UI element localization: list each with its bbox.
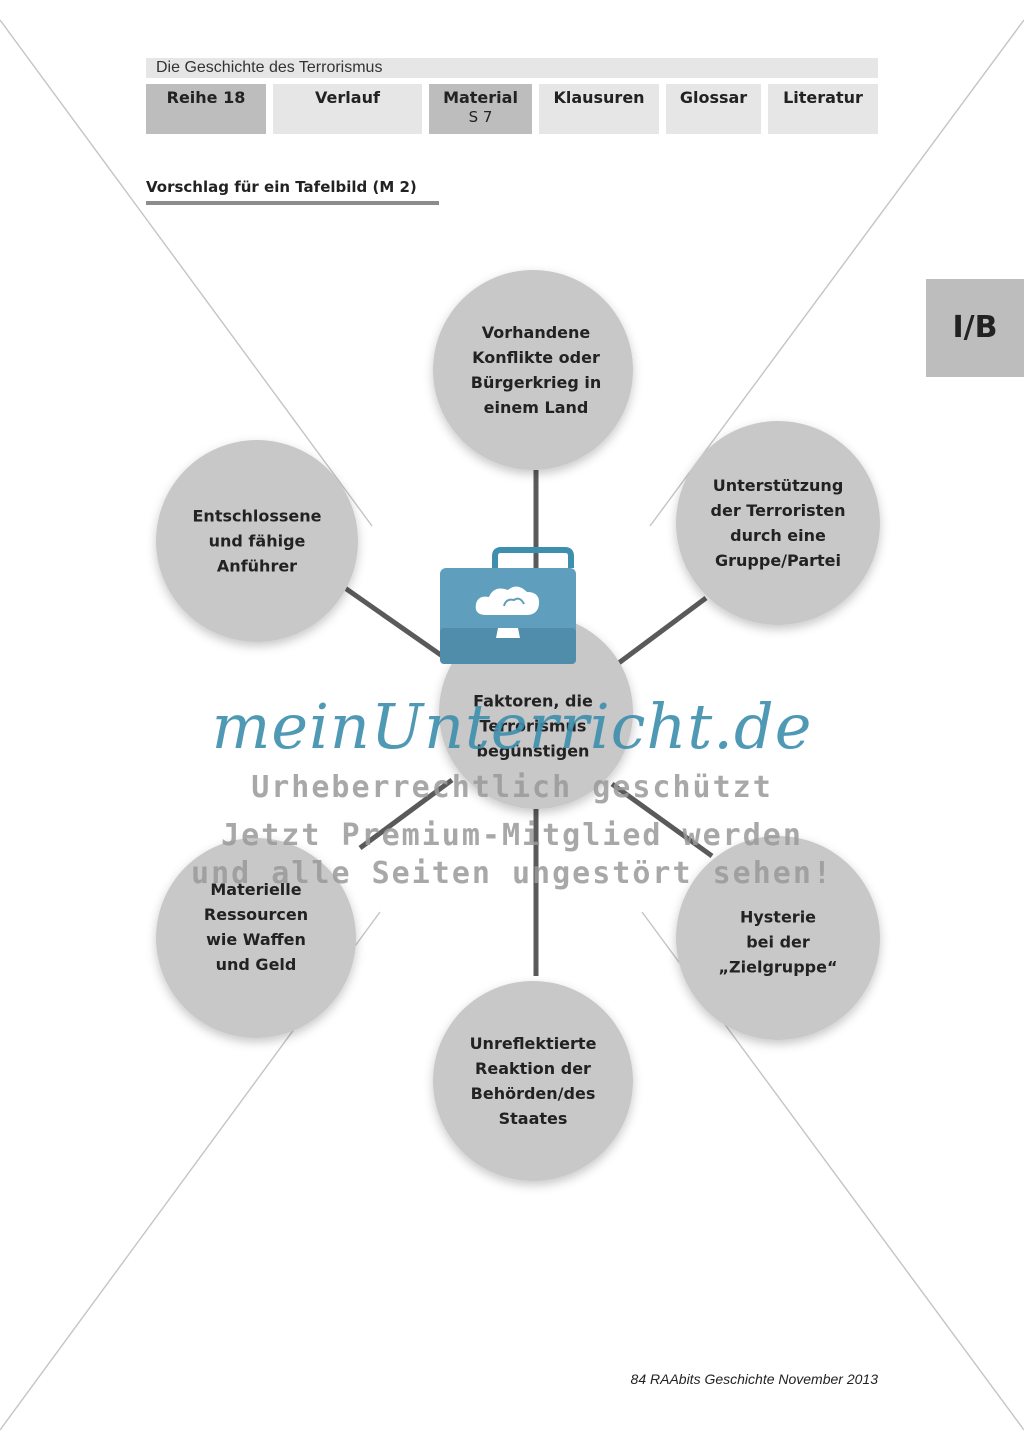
node-top-left-label: Entschlossene und fähige Anführer (192, 506, 322, 576)
tab-verlauf-label: Verlauf (315, 88, 380, 107)
connector-bottom-right (610, 781, 714, 859)
circle-bottom-left (156, 838, 356, 1038)
side-tab-label: I/B (926, 279, 1024, 377)
connector-top-left (343, 585, 450, 663)
footer-citation: 84 RAAbits Geschichte November 2013 (630, 1371, 878, 1387)
tab-verlauf[interactable]: Verlauf (273, 84, 422, 134)
connector-bottom-left (358, 777, 454, 851)
connector-top-right (610, 595, 708, 671)
watermark-brand: meinUnterricht.de (211, 690, 813, 763)
watermark-view-pages: und alle Seiten ungestört sehen! (191, 856, 833, 891)
circle-top-right (676, 421, 880, 625)
tab-reihe-label: Reihe 18 (166, 88, 246, 107)
node-bottom-right-label: Hysterie bei der „Zielgruppe“ (718, 907, 838, 977)
watermark-copyright: Urheberrechtlich geschützt (251, 770, 773, 805)
briefcase-cloud-icon (440, 547, 576, 664)
node-top-label: Vorhandene Konflikte oder Bürgerkrieg in… (470, 323, 602, 417)
tab-glossar-label: Glossar (679, 88, 748, 107)
tab-material-page: S 7 (468, 108, 493, 126)
cross-line-top-left (0, 19, 373, 527)
tab-literatur[interactable]: Literatur (768, 84, 878, 134)
tab-literatur-label: Literatur (783, 88, 863, 107)
section-heading: Vorschlag für ein Tafelbild (M 2) (146, 178, 417, 196)
section-underline (146, 201, 439, 205)
series-title: Die Geschichte des Terrorismus (146, 58, 878, 78)
node-bottom-left-label: Materielle Ressourcen wie Waffen und Gel… (203, 880, 309, 974)
tab-klausuren-label: Klausuren (553, 88, 645, 107)
tab-material[interactable]: Material S 7 (429, 84, 532, 134)
tab-klausuren[interactable]: Klausuren (539, 84, 659, 134)
circle-top-left (156, 440, 358, 642)
node-top-right-label: Unterstützung der Terroristen durch eine… (710, 476, 846, 570)
circle-top (433, 270, 633, 470)
circle-bottom-right (676, 836, 880, 1040)
circle-bottom (433, 981, 633, 1181)
watermark-premium: Jetzt Premium-Mitglied werden (221, 818, 803, 853)
tab-material-label: Material (443, 88, 518, 107)
tab-glossar[interactable]: Glossar (666, 84, 761, 134)
tab-reihe[interactable]: Reihe 18 (146, 84, 266, 134)
cross-line-top-right (649, 19, 1024, 527)
center-label: Faktoren, die Terrorismus begünstigen (473, 691, 593, 761)
node-bottom-label: Unreflektierte Reaktion der Behörden/des… (469, 1034, 597, 1128)
